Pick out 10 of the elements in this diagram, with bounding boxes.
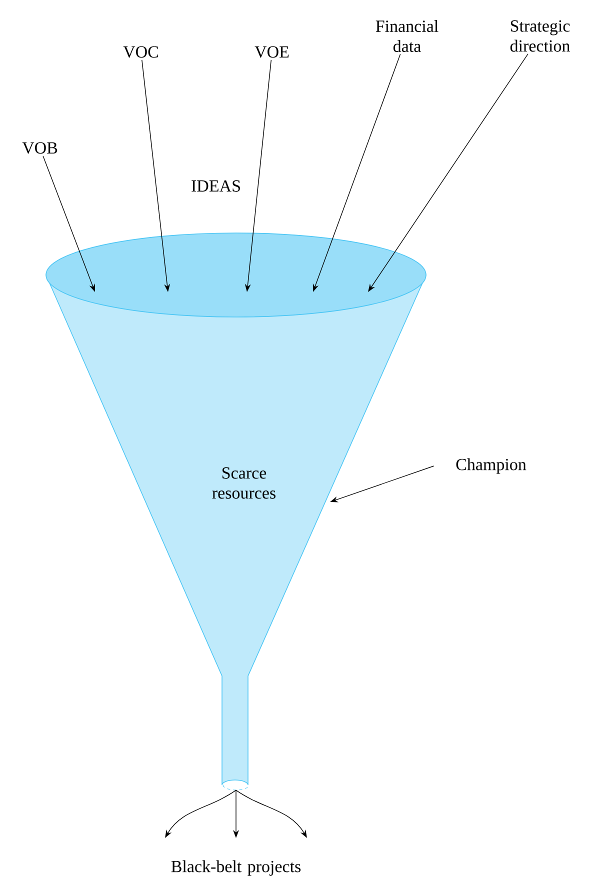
text-label: VOC	[123, 46, 158, 58]
text-label: Strategic direction	[510, 20, 570, 52]
node-label: IDEAS	[192, 180, 240, 192]
text-label: Champion	[456, 458, 526, 474]
funnel-drawing: IDEAS Scarce resources	[46, 180, 426, 790]
text-label: Financial data	[376, 20, 438, 52]
text-label: VOB	[22, 142, 58, 154]
arrow	[368, 54, 528, 292]
text-label: Black-belt projects	[171, 860, 301, 876]
text-label: VOE	[254, 46, 289, 58]
